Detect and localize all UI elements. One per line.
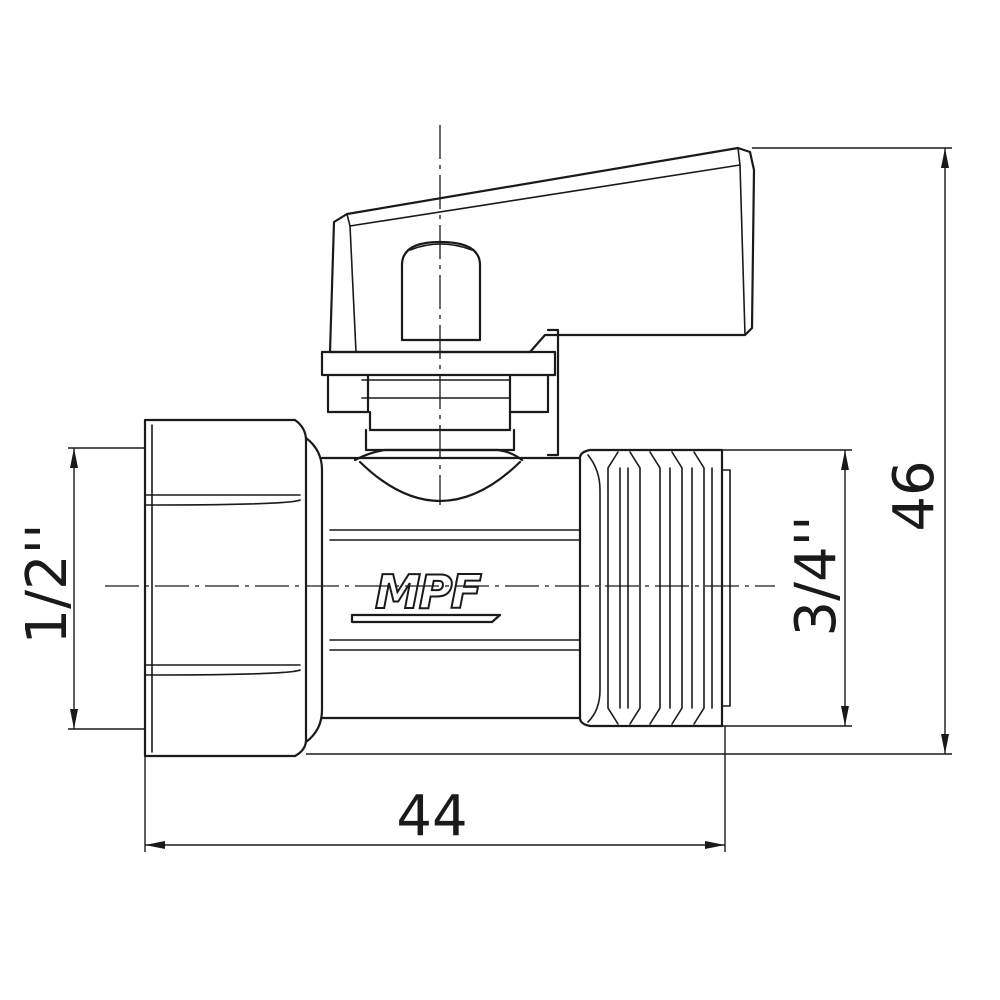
outlet-thread-label: 3/4'' — [784, 516, 849, 637]
handle-nut — [320, 328, 560, 457]
center-lines — [105, 125, 775, 587]
valve-handle — [328, 146, 756, 354]
dimension-height: 46 — [306, 147, 952, 755]
dimension-outlet: 3/4'' — [722, 449, 852, 727]
height-label: 46 — [882, 460, 947, 531]
brand-logo: MPF — [350, 564, 502, 624]
female-hex-nut — [143, 418, 324, 758]
dimension-length: 44 — [144, 726, 726, 852]
male-thread-end — [578, 448, 731, 728]
valve-neck — [353, 410, 524, 502]
dimension-inlet: 1/2'' — [15, 447, 145, 730]
inlet-thread-label: 1/2'' — [15, 524, 80, 645]
length-label: 44 — [396, 784, 467, 849]
stem-cap — [400, 240, 482, 342]
valve-body — [320, 456, 582, 720]
brand-logo-text: MPF — [375, 565, 481, 619]
